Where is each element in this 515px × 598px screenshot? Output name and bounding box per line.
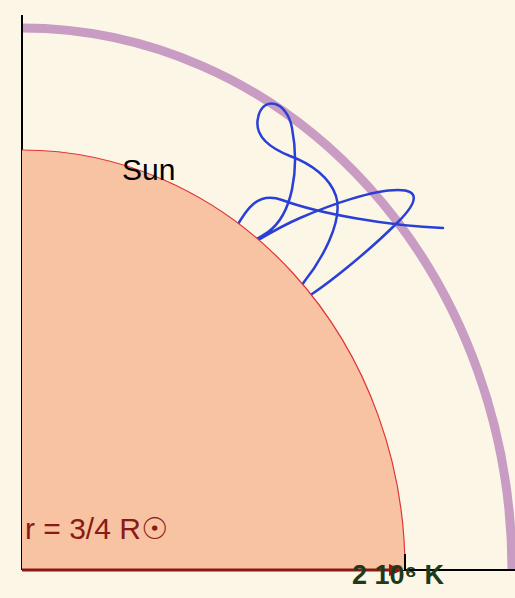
- temperature-label: 2 10⁶ K: [352, 561, 444, 591]
- core-outline: [22, 150, 405, 570]
- solar-surface-arc: [22, 28, 512, 570]
- radius-arrow: [22, 569, 391, 572]
- core-fill: [22, 150, 405, 570]
- core-region: r = 3/4 R☉: [22, 150, 405, 570]
- radius-label: r = 3/4 R☉: [25, 512, 168, 545]
- sun-label: Sun: [122, 153, 175, 186]
